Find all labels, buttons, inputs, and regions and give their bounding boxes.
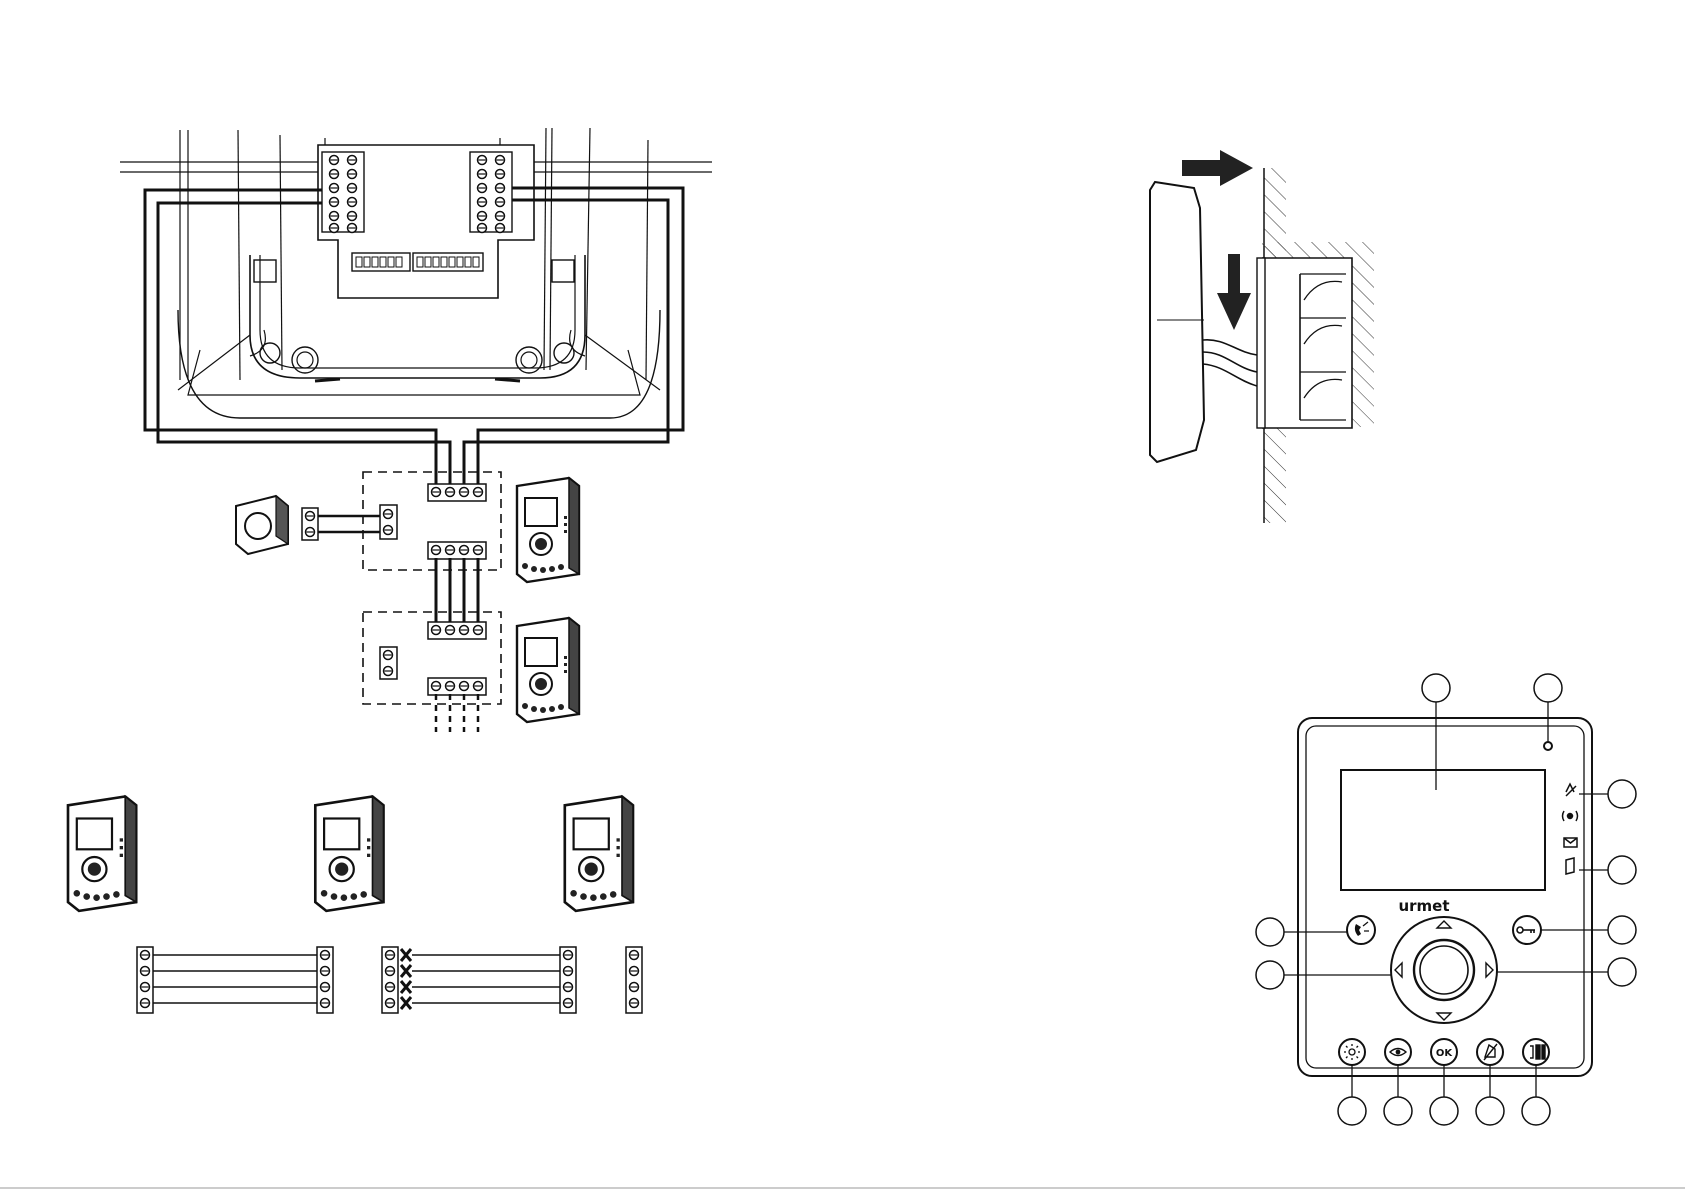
callout-door-release xyxy=(1608,916,1636,944)
monitor-lower xyxy=(517,618,579,722)
chain-connection-diagram xyxy=(68,797,642,1014)
intercom-button[interactable] xyxy=(1347,916,1375,944)
callout-status-icons xyxy=(1608,780,1636,808)
call-button-wiring xyxy=(302,508,380,540)
callout-screen xyxy=(1422,674,1450,702)
mute-button[interactable] xyxy=(1477,1039,1503,1065)
brand-logo: urmet xyxy=(1398,897,1449,915)
brightness-button[interactable] xyxy=(1339,1039,1365,1065)
junction-box-upper xyxy=(363,472,501,570)
auto-on-button[interactable] xyxy=(1385,1039,1411,1065)
callout-joystick xyxy=(1608,958,1636,986)
junction-box-lower xyxy=(363,612,501,704)
ok-button[interactable]: OK xyxy=(1431,1039,1457,1065)
callout-intercom xyxy=(1256,918,1284,946)
navigation-ring[interactable] xyxy=(1391,917,1497,1023)
floor-call-button xyxy=(236,496,288,554)
door-release-button[interactable] xyxy=(1513,916,1541,944)
callout-mute xyxy=(1476,1097,1504,1125)
monitor-upper xyxy=(517,478,579,582)
call-switchboard-button[interactable] xyxy=(1523,1039,1549,1065)
continuation-dashes xyxy=(436,694,478,732)
callout-navigation xyxy=(1256,961,1284,989)
callout-ok xyxy=(1430,1097,1458,1125)
svg-text:OK: OK xyxy=(1436,1048,1454,1059)
display-screen xyxy=(1341,770,1545,890)
camera-led xyxy=(1544,742,1552,750)
callout-camera xyxy=(1534,674,1562,702)
callout-brightness xyxy=(1338,1097,1366,1125)
front-view-diagram: urmet xyxy=(1256,674,1636,1125)
connection-diagram xyxy=(120,128,712,418)
disconnect-marks xyxy=(401,949,411,1009)
callout-auto-on xyxy=(1384,1097,1412,1125)
callout-switchboard xyxy=(1522,1097,1550,1125)
wall-mount-diagram xyxy=(1150,150,1374,523)
callout-door-icon xyxy=(1608,856,1636,884)
